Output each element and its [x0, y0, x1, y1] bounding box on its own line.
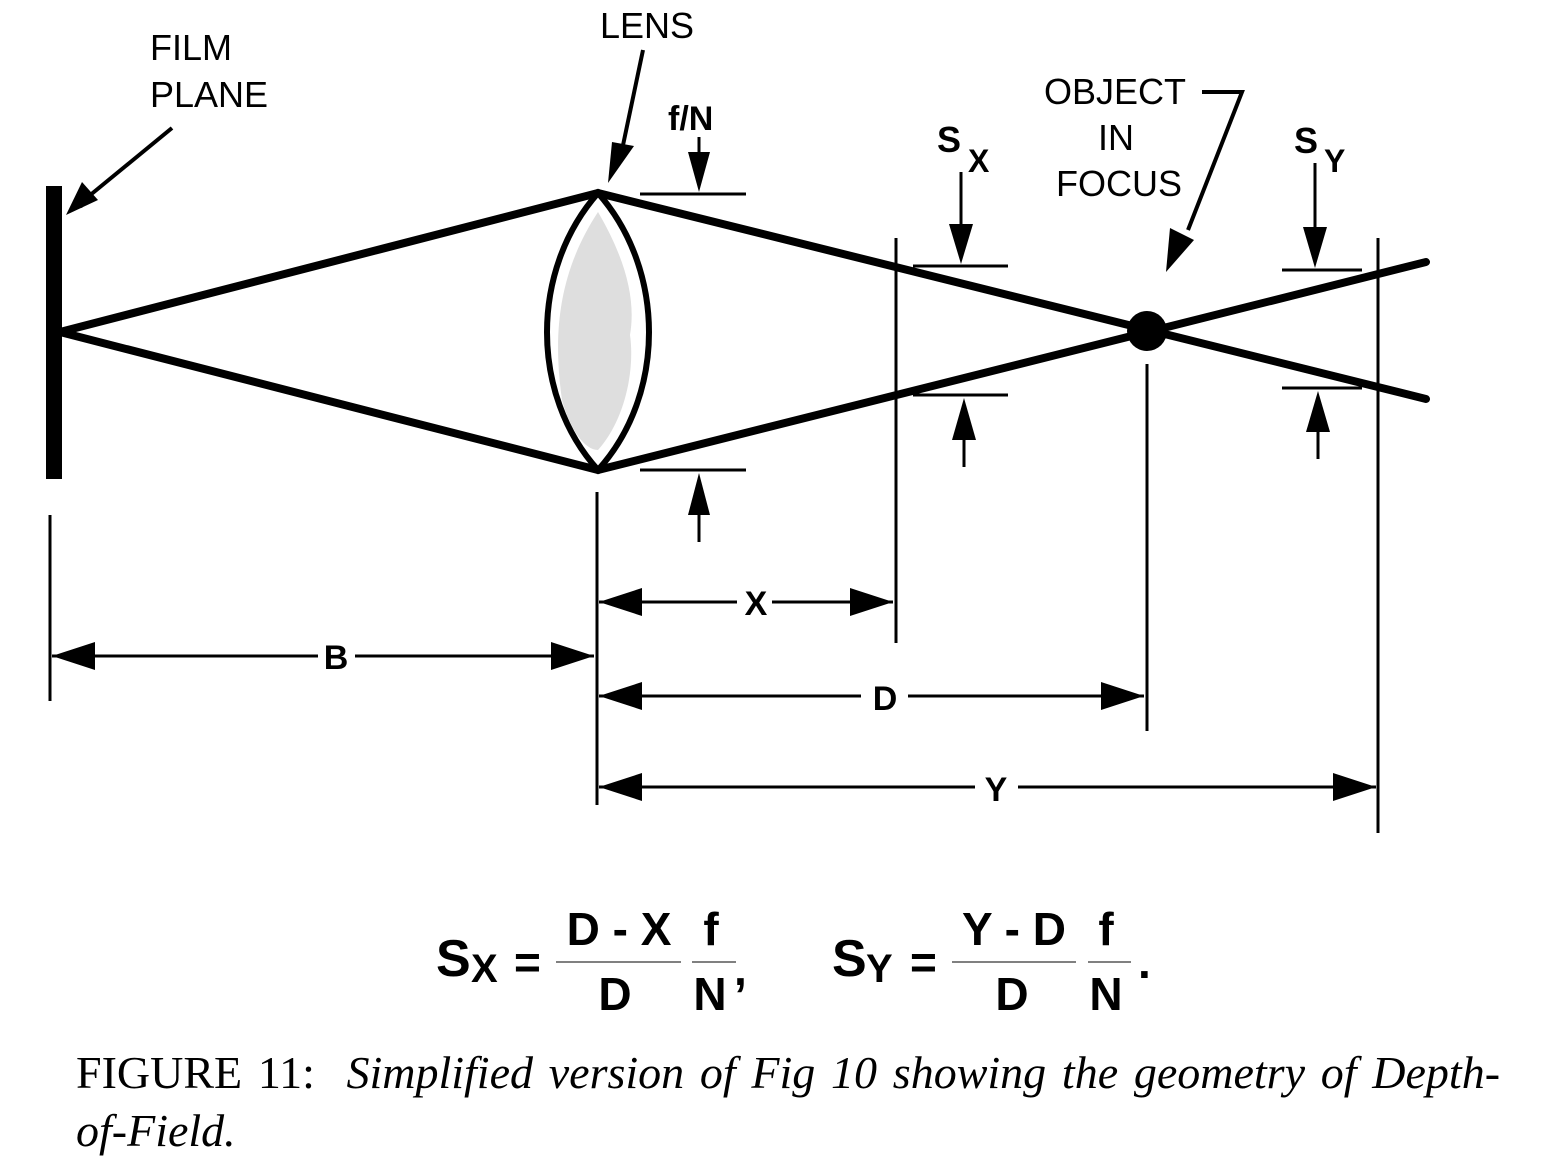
aperture-bottom-arrowhead [688, 473, 710, 515]
dim-y-arrowhead-right [1333, 773, 1376, 801]
sx-label-main: S [937, 119, 961, 160]
dim-d-arrowhead-right [1101, 682, 1144, 710]
eq-sx-num2: f [703, 903, 719, 955]
dim-b-arrowhead-left [52, 642, 95, 670]
eq-sx-equals: = [514, 936, 541, 988]
eq-sy-den2: N [1089, 968, 1122, 1020]
eq-sx-den1: D [598, 968, 631, 1020]
object-label-line1: OBJECT [1044, 71, 1186, 112]
dim-d-arrowhead-left [599, 682, 642, 710]
object-pointer-arrowhead [1166, 228, 1194, 272]
sy-top-arrowhead [1303, 227, 1327, 268]
eq-sy-lhs-sub: Y [866, 947, 893, 991]
lens-fill [558, 212, 632, 450]
eq-sx-lhs-sub: X [471, 947, 498, 991]
eq-sy-trail: . [1138, 936, 1151, 988]
film-plane-arrowhead [66, 182, 98, 215]
sy-bottom-arrowhead [1306, 391, 1330, 432]
eq-sy-den1: D [995, 968, 1028, 1020]
sy-label-main: S [1294, 120, 1318, 161]
ray-film-to-lens-bottom [56, 328, 602, 474]
dim-d-label: D [873, 680, 898, 718]
dim-x-arrowhead-left [599, 588, 642, 616]
object-pointer-line [1186, 90, 1245, 231]
film-plane [46, 186, 62, 479]
object-label-line2: IN [1098, 117, 1134, 158]
equation-sy: S Y = Y - D D f N . [832, 903, 1151, 1020]
dim-b-arrowhead-right [551, 642, 594, 670]
object-in-focus-point [1127, 311, 1167, 351]
ray-film-to-lens-top [56, 189, 602, 336]
eq-sy-num2: f [1098, 903, 1114, 955]
dim-x-label: X [745, 585, 768, 623]
sx-top-arrowhead [949, 224, 973, 264]
eq-sy-lhs-main: S [832, 930, 867, 988]
ray-lens-bottom-to-right [594, 258, 1430, 474]
lens-pointer-arrowhead [608, 142, 634, 183]
lens-label: LENS [600, 5, 694, 46]
eq-sy-equals: = [910, 936, 937, 988]
eq-sx-den2: N [693, 968, 726, 1020]
sx-bottom-arrowhead [952, 398, 976, 440]
dim-y-arrowhead-left [599, 773, 642, 801]
aperture-top-arrowhead [688, 152, 710, 192]
ray-lens-top-to-right [594, 189, 1430, 403]
figure-caption: FIGURE 11: Simplified version of Fig 10 … [76, 1044, 1500, 1160]
object-label-line3: FOCUS [1056, 163, 1182, 204]
eq-sy-num1: Y - D [962, 903, 1066, 955]
sy-label-sub: Y [1324, 143, 1345, 179]
sx-label-sub: X [968, 143, 990, 179]
lens-pointer-line [620, 49, 645, 151]
dim-y-label: Y [985, 771, 1008, 809]
aperture-label: f/N [668, 100, 713, 138]
depth-of-field-diagram: FILM PLANE LENS f/N S X OBJECT IN FOCUS … [46, 5, 1430, 1020]
film-plane-label-line2: PLANE [150, 74, 268, 115]
equation-sx: S X = D - X D f N , [436, 903, 747, 1020]
dim-x-arrowhead-right [850, 588, 893, 616]
figure-number: FIGURE 11: [76, 1047, 315, 1098]
film-plane-label-line1: FILM [150, 27, 232, 68]
eq-sx-lhs-main: S [436, 930, 471, 988]
figure-caption-text: Simplified version of Fig 10 showing the… [76, 1047, 1501, 1156]
eq-sx-trail: , [734, 943, 747, 995]
eq-sx-num1: D - X [567, 903, 672, 955]
dim-b-label: B [324, 639, 349, 677]
